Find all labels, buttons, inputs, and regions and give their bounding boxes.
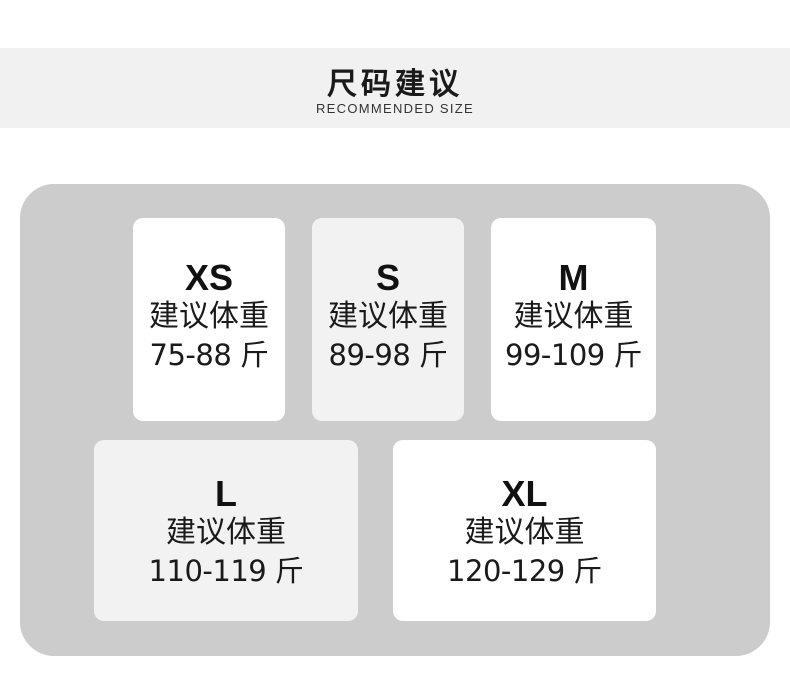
weight-label: 建议体重 [166, 515, 286, 550]
size-letter: S [375, 257, 400, 298]
weight-range: 89-98 斤 [328, 338, 449, 372]
weight-range: 110-119 斤 [148, 554, 304, 588]
size-card-m: M 建议体重 99-109 斤 [491, 218, 656, 421]
weight-range: 75-88 斤 [149, 338, 270, 372]
size-letter: XL [501, 473, 548, 514]
size-letter: L [215, 473, 237, 514]
weight-range: 120-129 斤 [447, 554, 602, 588]
weight-label: 建议体重 [149, 299, 269, 334]
size-letter: M [558, 257, 589, 298]
page-subtitle: RECOMMENDED SIZE [315, 101, 475, 116]
size-card-l: L 建议体重 110-119 斤 [94, 440, 358, 621]
header-band: 尺码建议 RECOMMENDED SIZE [0, 48, 790, 128]
page-title: 尺码建议 [327, 67, 463, 102]
size-letter: XS [184, 257, 234, 298]
size-card-xl: XL 建议体重 120-129 斤 [393, 440, 656, 621]
size-card-s: S 建议体重 89-98 斤 [312, 218, 464, 421]
weight-label: 建议体重 [464, 515, 585, 550]
weight-range: 99-109 斤 [505, 338, 642, 372]
weight-label: 建议体重 [328, 299, 448, 334]
weight-label: 建议体重 [513, 299, 634, 334]
size-panel: XS 建议体重 75-88 斤 S 建议体重 89-98 斤 M 建议体重 99… [20, 184, 770, 656]
size-card-xs: XS 建议体重 75-88 斤 [133, 218, 285, 421]
